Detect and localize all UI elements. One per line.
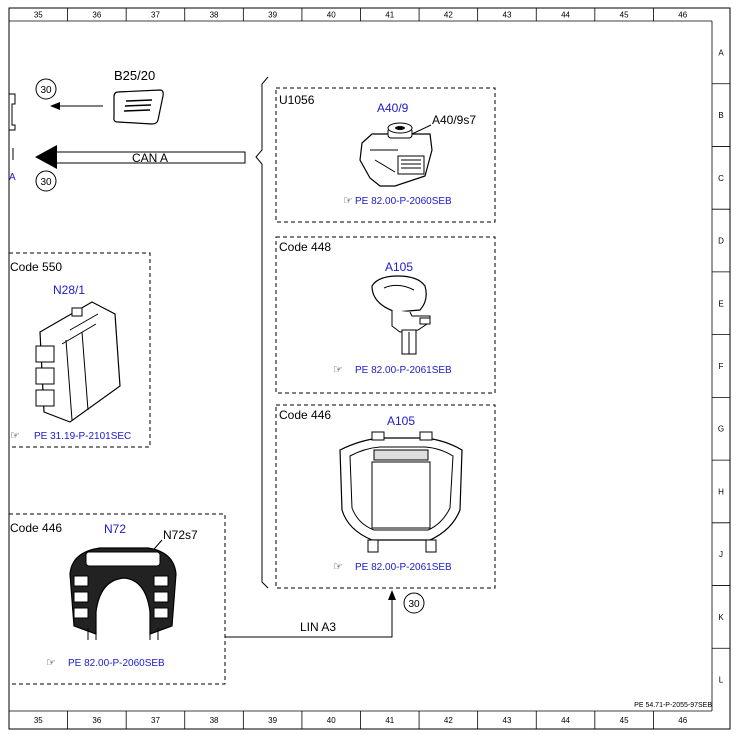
ref-bubble-bottom-label: 30	[40, 177, 52, 188]
grid-col-top-38: 38	[210, 11, 219, 20]
grid-col-bottom-41: 41	[385, 716, 394, 725]
grid-row-C: C	[718, 174, 724, 183]
grid-row-E: E	[718, 299, 723, 308]
grid-row-D: D	[718, 237, 724, 246]
a40-9-module-icon	[359, 122, 433, 187]
lin-a3-line	[225, 596, 393, 638]
code448-box	[275, 236, 496, 394]
grid-col-top-45: 45	[620, 11, 629, 20]
u1056-box	[275, 87, 496, 223]
code446-left-label-n72s7: N72s7	[163, 528, 198, 542]
n72-overhead-panel-icon	[69, 547, 177, 640]
code550-label-n28-1: N28/1	[53, 283, 85, 297]
ref-bubble-bottom	[35, 170, 57, 192]
u1056-ref: PE 82.00-P-2060SEB	[355, 196, 452, 207]
code446-left-box	[8, 513, 226, 685]
u1056-title: U1056	[279, 93, 315, 107]
grid-row-L: L	[719, 676, 724, 685]
selector-lever-icon	[371, 275, 431, 355]
grid-col-top-43: 43	[503, 11, 512, 20]
b25-label: B25/20	[114, 68, 155, 83]
u1056-label-a40-9: A40/9	[377, 101, 409, 115]
left-edge-connector	[9, 93, 16, 160]
code446-right-ref-hand-icon: ☞	[333, 561, 343, 573]
grid-col-top-46: 46	[678, 11, 687, 20]
lin-a3-arrow-head	[388, 590, 396, 600]
code448-title: Code 448	[279, 240, 331, 254]
grid-columns-top: 35 36 37 38 39 40 41 42 43 44 45 46	[34, 8, 688, 21]
overhead-panel-icon	[339, 431, 463, 553]
grid-col-bottom-39: 39	[268, 716, 277, 725]
grid-col-bottom-44: 44	[561, 716, 570, 725]
code446-right-title: Code 446	[279, 408, 331, 422]
code448-ref-hand-icon: ☞	[333, 364, 343, 376]
grid-col-top-41: 41	[385, 11, 394, 20]
grid-rows-right: A B C D E F G H J K L	[712, 48, 730, 685]
code446-left-ref-hand-icon: ☞	[46, 657, 56, 669]
code446-left-label-n72: N72	[104, 522, 126, 536]
grid-row-G: G	[718, 425, 724, 434]
code550-ref-hand-icon: ☞	[10, 430, 20, 442]
grid-col-bottom-35: 35	[34, 716, 43, 725]
u1056-leader	[411, 124, 432, 135]
grid-row-H: H	[718, 487, 724, 496]
grid-col-top-35: 35	[34, 11, 43, 20]
code550-title: Code 550	[10, 260, 62, 274]
footer-reference: PE 54.71-P-2055-97SEB	[634, 702, 712, 709]
grid-col-bottom-37: 37	[151, 716, 160, 725]
can-label: CAN A	[132, 151, 168, 165]
grid-col-bottom-36: 36	[92, 716, 101, 725]
b25-arrow-head	[50, 102, 60, 110]
code446-left-ref: PE 82.00-P-2060SEB	[68, 658, 165, 669]
edge-letter: A	[9, 172, 16, 183]
grid-col-top-40: 40	[327, 11, 336, 20]
code550-ref: PE 31.19-P-2101SEC	[34, 431, 131, 442]
b25-sensor-icon	[113, 89, 164, 125]
lin-a3-label: LIN A3	[300, 620, 336, 634]
grid-columns-bottom: 35 36 37 38 39 40 41 42 43 44 45 46	[34, 711, 688, 729]
u1056-ref-hand-icon: ☞	[343, 195, 353, 207]
ref-bubble-top	[35, 78, 57, 100]
grid-col-top-36: 36	[92, 11, 101, 20]
grid-col-bottom-38: 38	[210, 716, 219, 725]
grid-col-bottom-40: 40	[327, 716, 336, 725]
grid-col-bottom-42: 42	[444, 716, 453, 725]
code550-box	[8, 252, 151, 448]
n28-1-module-icon	[35, 301, 121, 423]
grid-col-top-44: 44	[561, 11, 570, 20]
code446-right-label-a105: A105	[387, 414, 415, 428]
group-bracket	[255, 76, 269, 589]
ref-bubble-lin-label: 30	[408, 599, 420, 610]
grid-col-bottom-46: 46	[678, 716, 687, 725]
grid-col-top-39: 39	[268, 11, 277, 20]
ref-bubble-lin	[403, 592, 425, 614]
grid-col-bottom-43: 43	[503, 716, 512, 725]
grid-col-bottom-45: 45	[620, 716, 629, 725]
code448-ref: PE 82.00-P-2061SEB	[355, 365, 452, 376]
grid-row-F: F	[719, 362, 724, 371]
code446-left-title: Code 446	[10, 521, 62, 535]
grid-row-B: B	[718, 111, 723, 120]
grid-row-K: K	[718, 613, 724, 622]
code446-right-box	[275, 404, 496, 589]
u1056-label-a40-9s7: A40/9s7	[432, 113, 476, 127]
grid-col-top-37: 37	[151, 11, 160, 20]
grid-col-top-42: 42	[444, 11, 453, 20]
grid-row-A: A	[718, 48, 724, 57]
code448-label-a105: A105	[385, 260, 413, 274]
ref-bubble-top-label: 30	[40, 85, 52, 96]
code446-right-ref: PE 82.00-P-2061SEB	[355, 562, 452, 573]
can-arrow-head	[35, 145, 57, 169]
grid-row-J: J	[719, 550, 723, 559]
